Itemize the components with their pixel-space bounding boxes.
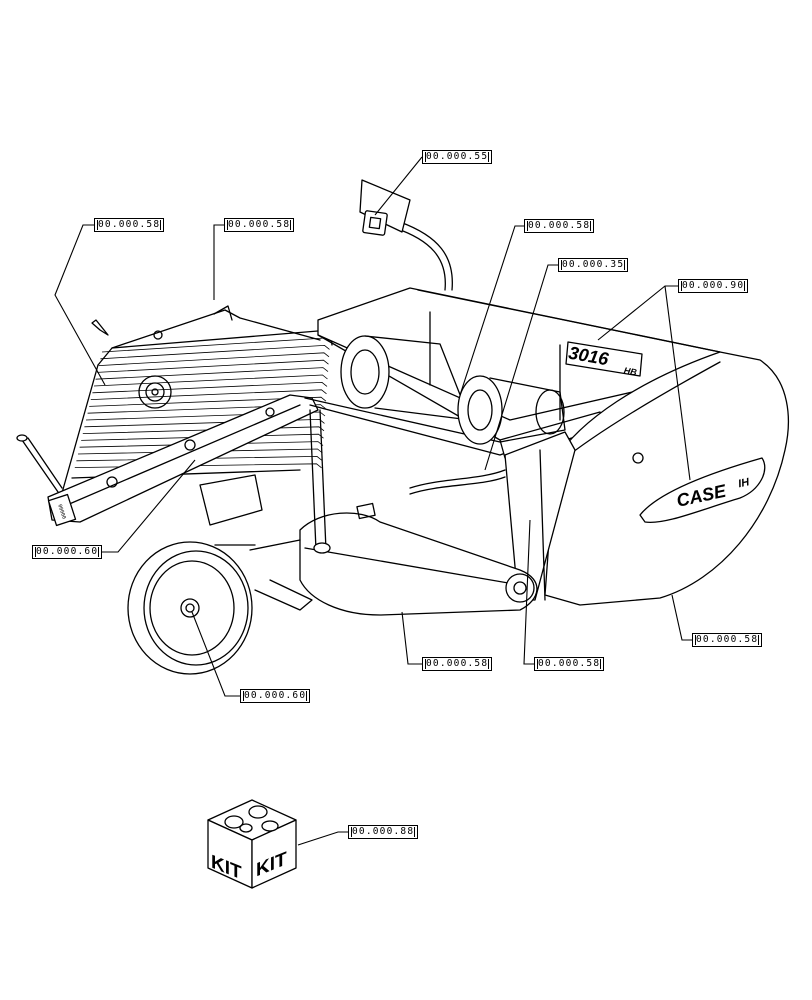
callout-00-000-55[interactable]: 00.000.55 — [422, 150, 493, 164]
callout-00-000-90[interactable]: 00.000.90 — [678, 279, 749, 293]
brand-suffix-text: IH — [737, 476, 751, 490]
callout-00-000-58-upright[interactable]: 00.000.58 — [534, 657, 605, 671]
callout-00-000-58-top-tines[interactable]: 00.000.58 — [224, 218, 295, 232]
support-arm-left: 00000 — [16, 394, 319, 527]
tine-row — [93, 374, 328, 387]
tine-row — [82, 426, 325, 434]
callout-00-000-58-upper-left[interactable]: 00.000.58 — [94, 218, 165, 232]
tine-row — [84, 418, 325, 428]
pickup-tine-section — [59, 305, 333, 501]
kit-box: KIT KIT — [207, 799, 297, 889]
tine-row — [95, 367, 329, 380]
model-decal: 3016 HB — [565, 341, 643, 378]
tine-row — [90, 389, 327, 400]
panel-code-decal: 00000 — [56, 504, 66, 520]
gauge-wheel — [127, 474, 301, 675]
tine-row — [92, 381, 328, 394]
leader-lines — [54, 156, 692, 846]
tine-row — [87, 404, 326, 414]
callout-00-000-60-arm[interactable]: 00.000.60 — [32, 545, 103, 559]
hydraulic-cylinder — [309, 409, 506, 554]
callout-00-000-35[interactable]: 00.000.35 — [558, 258, 629, 272]
callout-00-000-88[interactable]: 00.000.88 — [348, 825, 419, 839]
side-shield-right: CASE IH — [504, 351, 789, 606]
tine-row — [98, 352, 330, 366]
callout-00-000-58-auger[interactable]: 00.000.58 — [524, 219, 595, 233]
callout-00-000-60-wheel[interactable]: 00.000.60 — [240, 689, 311, 703]
lower-channel — [254, 502, 538, 616]
hitch-bracket — [359, 179, 411, 236]
tine-row — [100, 344, 330, 360]
tine-row — [97, 359, 329, 373]
callout-00-000-58-shield[interactable]: 00.000.58 — [692, 633, 763, 647]
tine-row — [81, 433, 324, 441]
model-suffix-text: HB — [623, 365, 638, 377]
auger-drums — [340, 335, 566, 445]
callout-00-000-58-channel[interactable]: 00.000.58 — [422, 657, 493, 671]
